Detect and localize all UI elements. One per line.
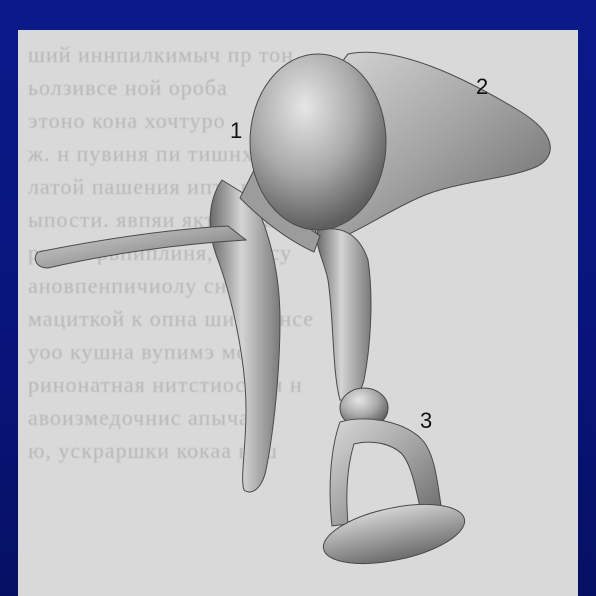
- illustration-panel: ший иннпилкимыч пр тон ьолзивсе ной ороб…: [18, 30, 578, 596]
- incus-long-process: [317, 229, 371, 401]
- label-1: 1: [230, 118, 242, 144]
- ossicles-diagram: [18, 30, 578, 596]
- label-2: 2: [476, 74, 488, 100]
- malleus-head: [250, 54, 386, 230]
- label-3: 3: [420, 408, 432, 434]
